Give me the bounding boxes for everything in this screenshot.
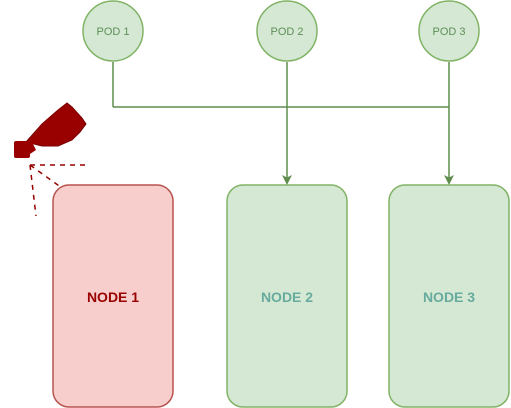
- node-label: NODE 2: [261, 289, 313, 305]
- spray-bottle-nozzle: [14, 141, 30, 158]
- node-box: [226, 184, 348, 408]
- spray-mist-line: [29, 164, 63, 189]
- spray-mist-line: [29, 164, 37, 217]
- pod-label: POD 3: [432, 26, 465, 38]
- spray-bottle-body: [25, 102, 87, 147]
- node-label: NODE 1: [87, 289, 139, 305]
- pod-label: POD 1: [96, 26, 129, 38]
- pod-circle: [256, 0, 318, 62]
- node-label: NODE 3: [423, 289, 475, 305]
- pod-circle: [82, 0, 144, 62]
- node-node2[interactable]: NODE 2: [226, 184, 348, 408]
- pod-circle: [418, 0, 480, 62]
- node-box: [388, 184, 510, 408]
- pod-label: POD 2: [270, 26, 303, 38]
- connectors: [112, 62, 454, 185]
- pod-pod3[interactable]: POD 3: [418, 0, 480, 62]
- node-node1[interactable]: NODE 1: [52, 184, 174, 408]
- spray-bottle-icon: [14, 102, 88, 217]
- node-node3[interactable]: NODE 3: [388, 184, 510, 408]
- pod-pod1[interactable]: POD 1: [82, 0, 144, 62]
- node-box: [52, 184, 174, 408]
- pod-pod2[interactable]: POD 2: [256, 0, 318, 62]
